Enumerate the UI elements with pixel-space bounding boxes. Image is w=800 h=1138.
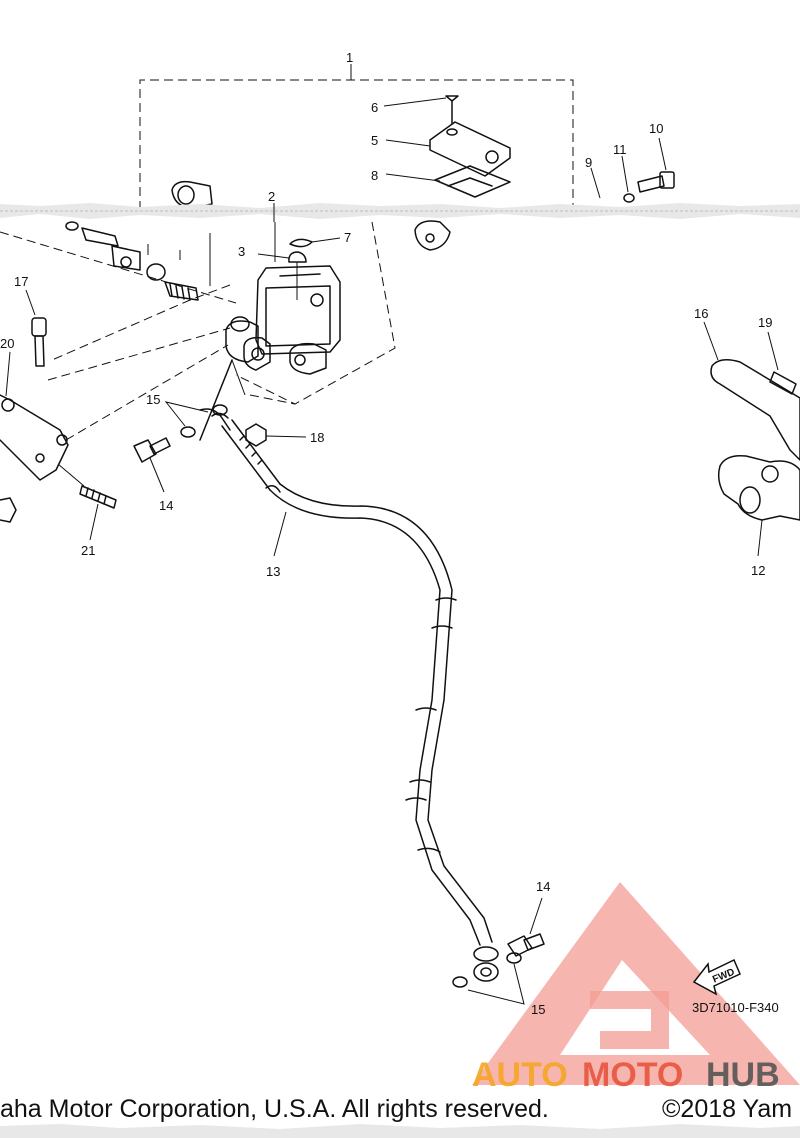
leader-11: [621, 155, 629, 193]
cap-3: [257, 251, 307, 263]
leader-9: [590, 167, 601, 199]
leader-6: [383, 97, 447, 107]
piston-kit: [65, 221, 199, 301]
leader-8: [385, 173, 441, 182]
union-bolt-14-lower: [507, 897, 545, 957]
watermark-hub: HUB: [706, 1056, 780, 1094]
nut-18: [245, 423, 307, 447]
callout-15-lower: 15: [531, 1002, 545, 1017]
diagram-code: 3D71010-F340: [692, 1000, 779, 1015]
callout-6: 6: [371, 100, 378, 115]
washer-11: [623, 193, 635, 203]
watermark-text: AUTO MOTO HUB: [472, 1056, 780, 1094]
lower-assembly-box: [0, 221, 396, 405]
callout-9: 9: [585, 155, 592, 170]
clip-7: [289, 237, 341, 248]
bolt-10: [637, 171, 675, 193]
screw-6: [445, 95, 459, 125]
union-bolt-14-upper: [133, 437, 171, 493]
bolt-19: [767, 331, 797, 395]
watermark-moto: MOTO: [582, 1056, 683, 1094]
callout-21: 21: [81, 543, 95, 558]
callout-20: 20: [0, 336, 14, 351]
leader-10: [658, 137, 667, 171]
callout-15-upper: 15: [146, 392, 160, 407]
lever-stub: [0, 497, 17, 523]
master-cylinder: [199, 222, 341, 441]
callout-7: 7: [344, 230, 351, 245]
callout-1: 1: [346, 50, 353, 65]
washers-15-lower: [452, 952, 525, 1005]
copyright-left: aha Motor Corporation, U.S.A. All rights…: [0, 1095, 549, 1123]
callout-2: 2: [268, 189, 275, 204]
pivot-bolt-17: [25, 289, 231, 381]
callout-18: 18: [310, 430, 324, 445]
callout-5: 5: [371, 133, 378, 148]
callout-11: 11: [613, 142, 627, 157]
brake-hose-13: [199, 408, 499, 982]
callout-19: 19: [758, 315, 772, 330]
callout-12: 12: [751, 563, 765, 578]
brake-lever-20: [0, 344, 229, 481]
torn-band: [0, 203, 800, 219]
bottom-tear: [0, 1124, 800, 1138]
callout-14-upper: 14: [159, 498, 173, 513]
clamp-9: [414, 220, 451, 251]
copyright-right: ©2018 Yam: [662, 1095, 792, 1123]
callout-3: 3: [238, 244, 245, 259]
washers-15-upper: [164, 401, 228, 438]
callout-16: 16: [694, 306, 708, 321]
boot-top: [171, 180, 213, 209]
watermark-logo: [472, 882, 800, 1085]
clutch-lever-16: [703, 321, 800, 461]
diaphragm-8: [434, 165, 511, 198]
adjuster-21: [57, 463, 117, 541]
callout-8: 8: [371, 168, 378, 183]
cover-5: [429, 121, 511, 177]
assembly-box: [139, 64, 574, 210]
leader-5: [385, 139, 431, 147]
callout-17: 17: [14, 274, 28, 289]
callout-14-lower: 14: [536, 879, 550, 894]
callout-10: 10: [649, 121, 663, 136]
watermark-auto: AUTO: [472, 1056, 568, 1094]
bracket-12: [717, 454, 800, 557]
callout-13: 13: [266, 564, 280, 579]
